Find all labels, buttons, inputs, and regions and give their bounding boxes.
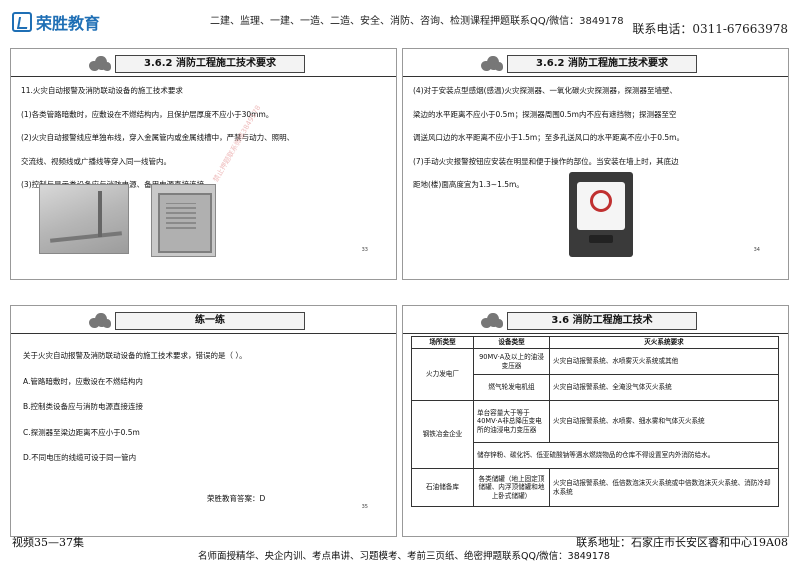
logo: 荣胜教育 (12, 10, 100, 34)
option-b: B.控制类设备应与消防电源直接连接 (23, 402, 144, 411)
question-block: 关于火灾自动报警及消防联动设备的施工技术要求，错误的是（ ）。 A.管路暗敷时，… (23, 350, 388, 478)
slide-title: 练一练 (115, 312, 305, 330)
question-text: 关于火灾自动报警及消防联动设备的施工技术要求，错误的是（ ）。 (23, 351, 247, 360)
option-d: D.不同电压的线缆可设于同一管内 (23, 453, 137, 462)
req-cell: 火灾自动报警系统、全淹没气体灭火系统 (549, 374, 779, 401)
header-phone: 联系电话：0311-67663978 (632, 22, 788, 36)
equip-cell: 90MV·A及以上的油浸变压器 (473, 348, 550, 375)
divider (403, 76, 788, 77)
equip-cell: 燃气轮发电机组 (473, 374, 550, 401)
manual-alarm-button-photo (569, 172, 633, 257)
text-line: 11.火灾自动报警及消防联动设备的施工技术要求 (21, 86, 183, 95)
slide-body: (4)对于安装点型感烟(感温)火灾探测器、一氧化碳火灾探测器，探测器至墙壁、 梁… (413, 85, 780, 203)
divider (11, 76, 396, 77)
slide-title: 3.6.2 消防工程施工技术要求 (115, 55, 305, 73)
answer-text: 荣胜教育答案：D (207, 494, 266, 503)
slide-table: 3.6 消防工程施工技术 场所类型 设备类型 灭火系统要求 火力发电厂 90MV… (402, 305, 789, 537)
slide-33: 3.6.2 消防工程施工技术要求 11.火灾自动报警及消防联动设备的施工技术要求… (10, 48, 397, 280)
req-cell: 火灾自动报警系统、低倍数泡沫灭火系统或中倍数泡沫灭火系统、消防冷却水系统 (549, 468, 779, 507)
table-row: 火力发电厂 90MV·A及以上的油浸变压器 火灾自动报警系统、水喷雾灭火系统或其… (411, 348, 779, 401)
slide-title: 3.6.2 消防工程施工技术要求 (507, 55, 697, 73)
table-row: 石油储备库 各类储罐（地上固定顶储罐、内浮顶储罐和地上卧式储罐） 火灾自动报警系… (411, 468, 779, 507)
text-line: 调送风口边的水平距离不应小于1.5m；至多孔送风口的水平距离不应小于0.5m。 (413, 133, 684, 142)
place-cell: 石油储备库 (411, 468, 474, 507)
equip-cell: 单台容量大于等于40MV·A非总降压变电所的油浸电力变压器 (473, 400, 550, 443)
table-row: 燃气轮发电机组 火灾自动报警系统、全淹没气体灭火系统 (412, 374, 779, 401)
req-cell: 火灾自动报警系统、水喷雾、细水雾和气体灭火系统 (549, 400, 779, 443)
column-header: 设备类型 (473, 336, 550, 349)
text-line: (2)火灾自动报警线应单独布线，穿入金属管内或金属线槽中，严禁与动力、照明、 (21, 133, 295, 142)
video-range: 视频35—37集 (12, 536, 84, 549)
equip-cell: 各类储罐（地上固定顶储罐、内浮顶储罐和地上卧式储罐） (473, 468, 550, 507)
title-decoration-icon (479, 310, 505, 332)
logo-text: 荣胜教育 (36, 14, 101, 33)
place-cell: 钢铁冶金企业 (411, 400, 474, 469)
page-number: 34 (753, 247, 760, 253)
table-row: 钢铁冶金企业 单台容量大于等于40MV·A非总降压变电所的油浸电力变压器 火灾自… (411, 400, 779, 469)
place-cell: 火力发电厂 (411, 348, 474, 401)
option-c: C.探测器至梁边距离不应小于0.5m (23, 427, 140, 437)
slide-34: 3.6.2 消防工程施工技术要求 (4)对于安装点型感烟(感温)火灾探测器、一氧… (402, 48, 789, 280)
photo-control-cabinet (151, 184, 216, 257)
contact-address: 联系地址：石家庄市长安区睿和中心19A08 (576, 536, 788, 549)
text-line: 交流线、视频线或广播线等穿入同一线管内。 (21, 156, 171, 166)
photo-conduit (39, 184, 129, 254)
title-decoration-icon (479, 53, 505, 75)
note-cell: 储存锌粉、碳化钙、低亚硫酸钠等遇水燃烧物品的仓库不得设置室内外消防给水。 (473, 442, 779, 469)
page-number: 33 (361, 247, 368, 253)
title-decoration-icon (87, 310, 113, 332)
text-line: 梁边的水平距离不应小于0.5m；探测器周围0.5m内不应有遮挡物；探测器至空 (413, 109, 677, 119)
column-header: 场所类型 (411, 336, 474, 349)
text-line: (4)对于安装点型感烟(感温)火灾探测器、一氧化碳火灾探测器，探测器至墙壁、 (413, 86, 677, 95)
column-header: 灭火系统要求 (549, 336, 779, 349)
logo-icon (12, 12, 32, 32)
alarm-button-icon (590, 190, 612, 212)
req-cell: 火灾自动报警系统、水喷雾灭火系统或其他 (549, 348, 779, 375)
slide-35: 练一练 关于火灾自动报警及消防联动设备的施工技术要求，错误的是（ ）。 A.管路… (10, 305, 397, 537)
divider (403, 333, 788, 334)
text-line: 距地(楼)面高度宜为1.3~1.5m。 (413, 180, 524, 189)
footer-contact: 名师面授精华、央企内训、考点串讲、习题模考、考前三页纸、绝密押题联系QQ/微信：… (198, 551, 610, 562)
option-a: A.管路暗敷时，应敷设在不燃结构内 (23, 376, 143, 386)
title-decoration-icon (87, 53, 113, 75)
slide-title: 3.6 消防工程施工技术 (507, 312, 697, 330)
divider (11, 333, 396, 334)
text-line: (7)手动火灾报警按钮应安装在明显和便于操作的部位。当安装在墙上时，其底边 (413, 156, 679, 166)
page-header: 荣胜教育 二建、监理、一建、一造、二造、安全、消防、咨询、检测课程押题联系QQ/… (0, 0, 800, 40)
fire-system-table: 场所类型 设备类型 灭火系统要求 火力发电厂 90MV·A及以上的油浸变压器 火… (411, 336, 779, 507)
text-line: (1)各类管路暗敷时，应敷设在不燃结构内，且保护层厚度不应小于30mm。 (21, 109, 274, 119)
page-number: 35 (361, 504, 368, 510)
header-contact: 二建、监理、一建、一造、二造、安全、消防、咨询、检测课程押题联系QQ/微信：38… (210, 16, 624, 27)
table-header-row: 场所类型 设备类型 灭火系统要求 (411, 336, 779, 349)
